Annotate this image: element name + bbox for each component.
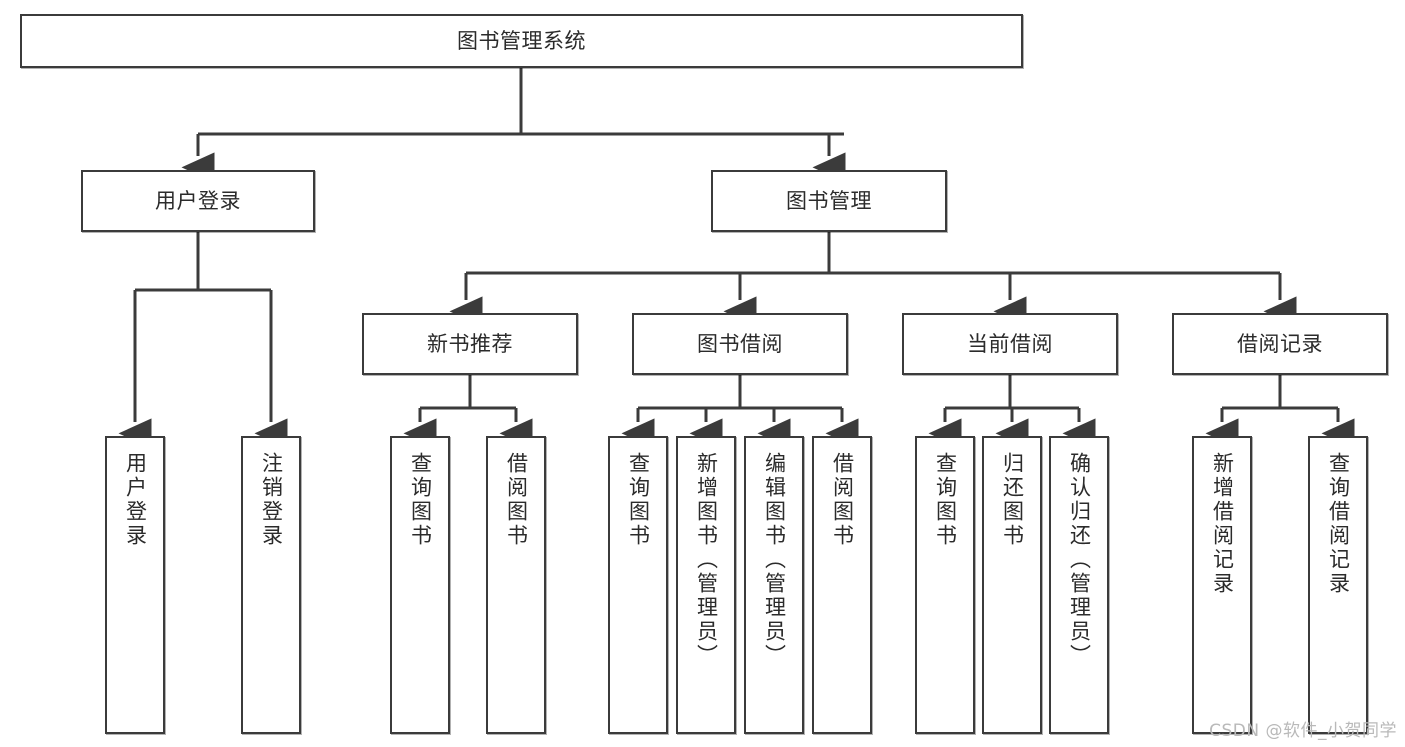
- node-label: 确认归还（管理员）: [1067, 452, 1092, 668]
- node-label: 图书管理: [786, 188, 872, 213]
- node-label: 借阅图书: [504, 452, 529, 548]
- leaf-user-login-logout[interactable]: 注销登录: [241, 436, 301, 734]
- leaf-current-borrow-confirm-return-admin[interactable]: 确认归还（管理员）: [1049, 436, 1109, 734]
- node-label: 新增借阅记录: [1210, 452, 1235, 596]
- leaf-book-borrow-borrow-book[interactable]: 借阅图书: [812, 436, 872, 734]
- leaf-borrow-record-add-record[interactable]: 新增借阅记录: [1192, 436, 1252, 734]
- node-label: 编辑图书（管理员）: [762, 452, 787, 668]
- node-label: 查询图书: [408, 452, 433, 548]
- node-label: 注销登录: [259, 452, 284, 548]
- node-label: 图书借阅: [697, 331, 783, 356]
- node-label: 归还图书: [1000, 452, 1025, 548]
- node-label: 查询图书: [626, 452, 651, 548]
- leaf-user-login-login[interactable]: 用户登录: [105, 436, 165, 734]
- node-book-management[interactable]: 图书管理: [711, 170, 947, 232]
- leaf-borrow-record-query-record[interactable]: 查询借阅记录: [1308, 436, 1368, 734]
- node-book-borrow[interactable]: 图书借阅: [632, 313, 848, 375]
- node-user-login[interactable]: 用户登录: [81, 170, 315, 232]
- node-root-book-management-system[interactable]: 图书管理系统: [20, 14, 1023, 68]
- node-current-borrow[interactable]: 当前借阅: [902, 313, 1118, 375]
- leaf-book-borrow-query-book[interactable]: 查询图书: [608, 436, 668, 734]
- leaf-current-borrow-return-book[interactable]: 归还图书: [982, 436, 1042, 734]
- node-label: 新增图书（管理员）: [694, 452, 719, 668]
- node-label: 新书推荐: [427, 331, 513, 356]
- leaf-current-borrow-query-book[interactable]: 查询图书: [915, 436, 975, 734]
- leaf-new-book-query-book[interactable]: 查询图书: [390, 436, 450, 734]
- node-label: 查询图书: [933, 452, 958, 548]
- node-borrow-record[interactable]: 借阅记录: [1172, 313, 1388, 375]
- leaf-book-borrow-add-book-admin[interactable]: 新增图书（管理员）: [676, 436, 736, 734]
- node-label: 当前借阅: [967, 331, 1053, 356]
- node-label: 图书管理系统: [457, 28, 586, 53]
- node-label: 借阅记录: [1237, 331, 1323, 356]
- node-new-book-recommend[interactable]: 新书推荐: [362, 313, 578, 375]
- node-label: 用户登录: [155, 188, 241, 213]
- leaf-book-borrow-edit-book-admin[interactable]: 编辑图书（管理员）: [744, 436, 804, 734]
- node-label: 用户登录: [123, 452, 148, 548]
- node-label: 查询借阅记录: [1326, 452, 1351, 596]
- leaf-new-book-borrow-book[interactable]: 借阅图书: [486, 436, 546, 734]
- node-label: 借阅图书: [830, 452, 855, 548]
